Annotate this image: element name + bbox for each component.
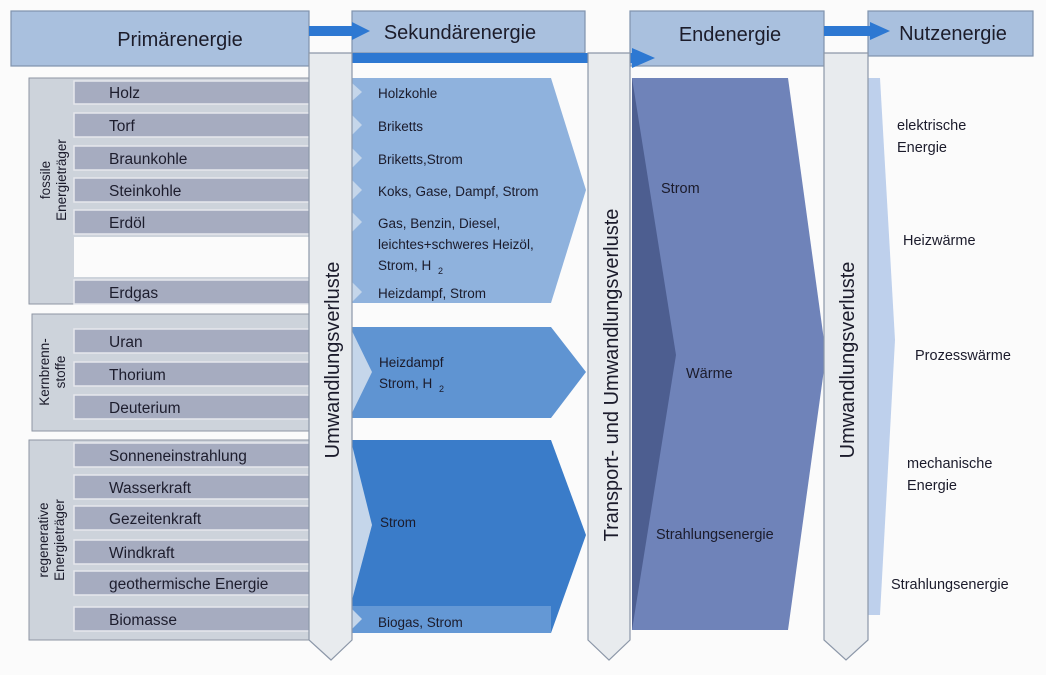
notch bbox=[352, 148, 362, 168]
nuclear-source-bars bbox=[73, 328, 325, 420]
secondary-renewable-strom: Strom bbox=[380, 515, 416, 530]
source-label-thorium: Thorium bbox=[109, 367, 166, 384]
secondary-erdoel-line2: leichtes+schweres Heizöl, bbox=[378, 237, 534, 252]
source-label-braunkohle: Braunkohle bbox=[109, 151, 187, 168]
notch bbox=[352, 445, 372, 600]
secondary-briketts: Briketts bbox=[378, 119, 423, 134]
fossil-gap-white bbox=[74, 237, 309, 277]
final-energy-arrow bbox=[632, 78, 826, 630]
flow-arrow-final-useful bbox=[824, 22, 890, 40]
source-label-steinkohle: Steinkohle bbox=[109, 183, 181, 200]
loss-label-1: Umwandlungsverluste bbox=[322, 262, 344, 459]
secondary-koks-gase: Koks, Gase, Dampf, Strom bbox=[378, 184, 539, 199]
secondary-biogas-strom: Biogas, Strom bbox=[378, 615, 463, 630]
flow-arrow-primary-secondary bbox=[309, 22, 370, 40]
final-label-strahlung: Strahlungsenergie bbox=[656, 527, 774, 543]
secondary-erdoel-line1: Gas, Benzin, Diesel, bbox=[378, 216, 500, 231]
header-useful-label: Nutzenergie bbox=[899, 23, 1007, 45]
header-secondary-label: Sekundärenergie bbox=[384, 22, 536, 44]
source-label-erdgas: Erdgas bbox=[109, 285, 158, 302]
notch bbox=[352, 83, 362, 101]
secondary-nuclear-sub: 2 bbox=[439, 384, 444, 394]
useful-energy-arrow bbox=[868, 78, 895, 615]
secondary-erdoel-line3: Strom, H bbox=[378, 258, 431, 273]
useful-mechanical-line1: mechanische bbox=[907, 456, 992, 472]
renewable-group-label-line2: Energieträger bbox=[52, 499, 67, 581]
useful-radiation: Strahlungsenergie bbox=[891, 577, 1009, 593]
notch bbox=[352, 212, 362, 232]
source-label-gezeitenkraft: Gezeitenkraft bbox=[109, 511, 202, 528]
nuclear-group-label-line2: stoffe bbox=[53, 356, 68, 389]
flow-arrow-primary-final bbox=[309, 48, 655, 68]
notch bbox=[352, 180, 362, 200]
biomasse-secondary-band bbox=[352, 606, 551, 633]
useful-electric-line2: Energie bbox=[897, 140, 947, 156]
final-label-strom: Strom bbox=[661, 181, 700, 197]
final-energy-shadow bbox=[632, 78, 676, 630]
notch bbox=[352, 609, 362, 629]
renewable-source-bars bbox=[73, 442, 325, 632]
loss-label-transport: Transport- und Umwandlungsverluste bbox=[601, 209, 623, 542]
source-label-uran: Uran bbox=[109, 334, 143, 351]
fossil-source-bars bbox=[73, 80, 325, 305]
header-primary-box bbox=[10, 10, 310, 67]
secondary-erdoel-sub: 2 bbox=[438, 266, 443, 276]
nuclear-secondary-arrow bbox=[352, 327, 586, 418]
header-final-label: Endenergie bbox=[679, 24, 781, 46]
useful-electric-line1: elektrische bbox=[897, 118, 966, 134]
final-label-waerme: Wärme bbox=[686, 366, 733, 382]
source-label-biomasse: Biomasse bbox=[109, 612, 177, 629]
renewable-secondary-arrow bbox=[352, 440, 586, 633]
notch bbox=[352, 331, 372, 413]
source-label-sonneneinstrahlung: Sonneneinstrahlung bbox=[109, 448, 247, 465]
notch bbox=[352, 282, 362, 302]
secondary-nuclear-line2: Strom, H bbox=[379, 376, 432, 391]
header-useful-box bbox=[867, 10, 1034, 57]
useful-mechanical-line2: Energie bbox=[907, 478, 957, 494]
loss-column-1 bbox=[308, 52, 353, 661]
useful-process-heat: Prozesswärme bbox=[915, 348, 1011, 364]
fossil-secondary-arrow bbox=[352, 78, 586, 303]
secondary-holzkohle: Holzkohle bbox=[378, 86, 437, 101]
loss-column-3 bbox=[823, 52, 869, 661]
secondary-notches bbox=[352, 83, 372, 629]
fossil-group-label-line2: Energieträger bbox=[54, 139, 69, 221]
source-label-holz: Holz bbox=[109, 85, 140, 102]
secondary-briketts-strom: Briketts,Strom bbox=[378, 152, 463, 167]
source-label-deuterium: Deuterium bbox=[109, 400, 181, 417]
secondary-heizdampf-strom: Heizdampf, Strom bbox=[378, 286, 486, 301]
useful-heat: Heizwärme bbox=[903, 233, 976, 249]
source-label-torf: Torf bbox=[109, 118, 136, 135]
nuclear-group-label-line1: Kernbrenn- bbox=[37, 338, 52, 406]
header-primary-label: Primärenergie bbox=[117, 29, 243, 51]
renewable-group-label-line1: regenerative bbox=[36, 502, 51, 577]
loss-label-3: Umwandlungsverluste bbox=[837, 262, 859, 459]
header-secondary-box bbox=[351, 10, 586, 54]
notch bbox=[352, 115, 362, 135]
header-final-box bbox=[629, 10, 825, 67]
fossil-group-label-line1: fossile bbox=[38, 161, 53, 199]
source-label-erdoel: Erdöl bbox=[109, 215, 145, 232]
source-label-windkraft: Windkraft bbox=[109, 545, 175, 562]
source-label-wasserkraft: Wasserkraft bbox=[109, 480, 192, 497]
loss-column-2 bbox=[587, 52, 631, 661]
source-label-geothermie: geothermische Energie bbox=[109, 576, 268, 593]
secondary-nuclear-line1: Heizdampf bbox=[379, 355, 444, 370]
